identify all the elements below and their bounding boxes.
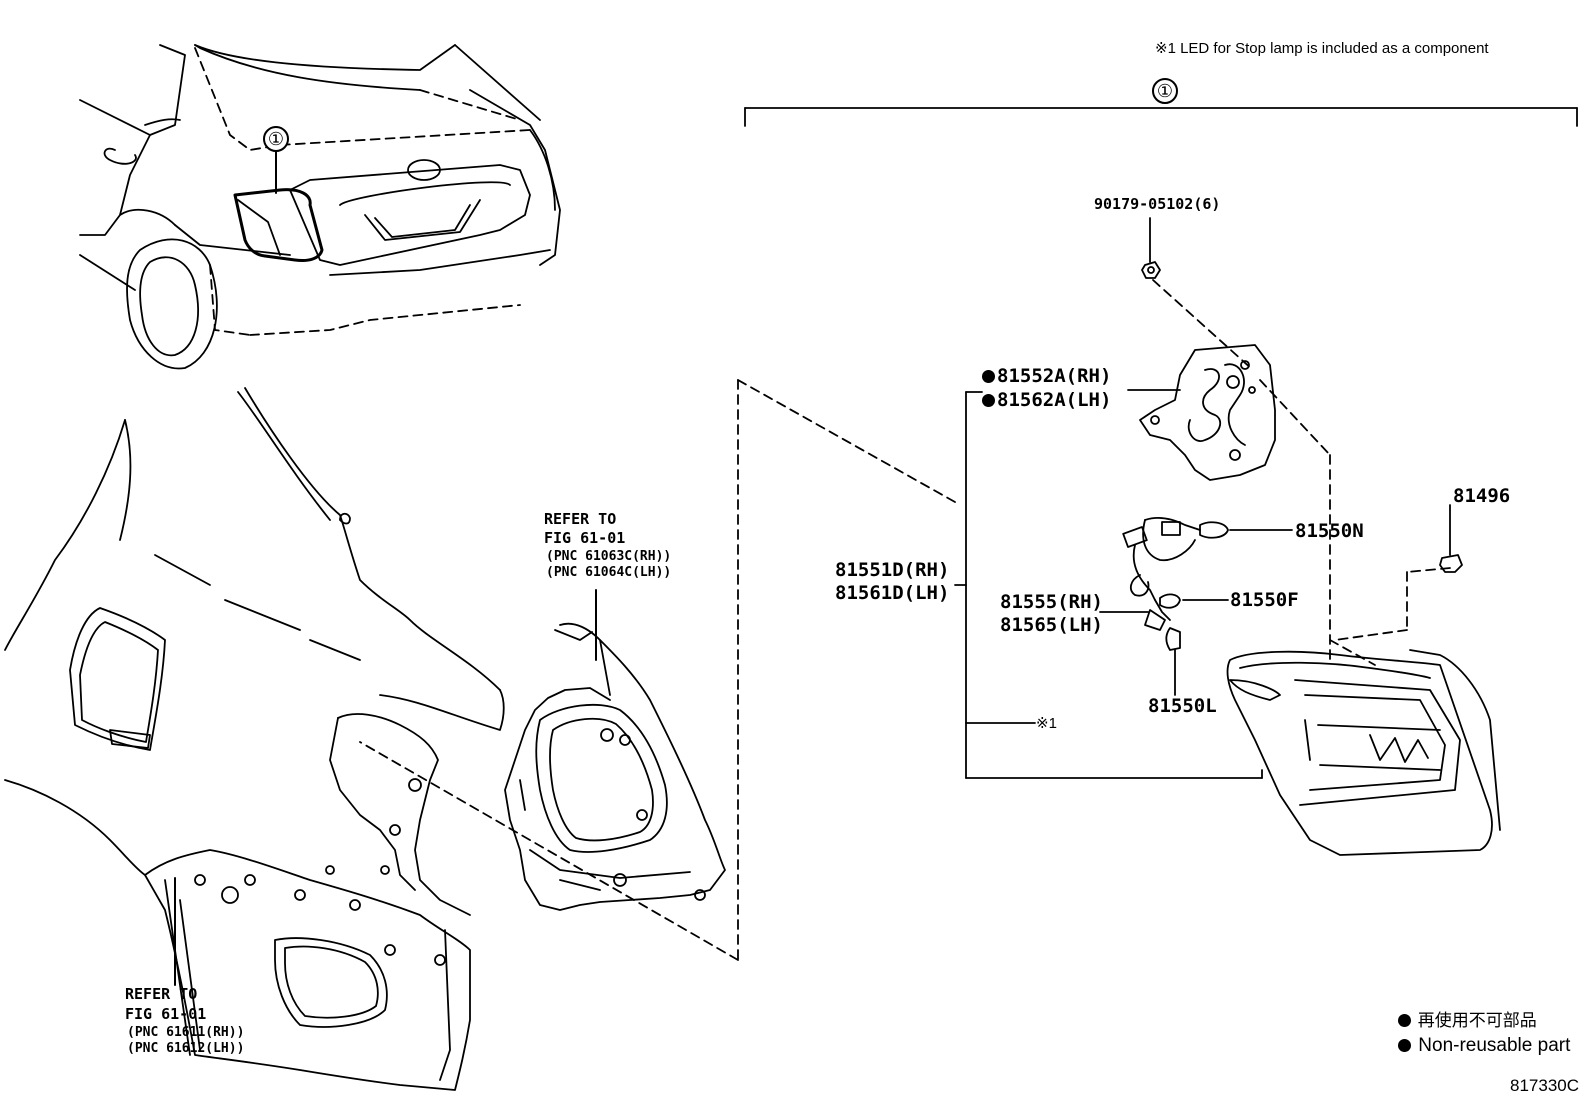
assembly-bracket (744, 107, 1578, 127)
label-led-note-mark: ※1 (1036, 715, 1057, 732)
figure-id: 817330C (1510, 1076, 1580, 1095)
non-reusable-dot-icon (982, 370, 995, 383)
refer-lower-line3: (PNC 61611(RH)) (127, 1025, 245, 1040)
label-screw-90179-05102: 90179-05102(6) (1094, 195, 1221, 213)
lamp-back-plate (1139, 344, 1276, 481)
label-81552a-rh: 81552A(RH) (982, 367, 1111, 386)
refer-upper-line4: (PNC 61064C(LH)) (546, 565, 672, 580)
refer-upper-line1: REFER TO (544, 510, 617, 528)
label-bulb-81550n: 81550N (1295, 520, 1364, 542)
legend-en: Non-reusable part (1398, 1036, 1570, 1055)
label-socket-81555-rh: 81555(RH) (1000, 591, 1103, 613)
legend-jp: 再使用不可部品 (1398, 1012, 1537, 1029)
legend-dot-icon (1398, 1014, 1411, 1027)
refer-upper-line3: (PNC 61063C(RH)) (546, 549, 672, 564)
car-rear-illustration (79, 44, 561, 370)
label-81561d-lh: 81561D(LH) (835, 582, 950, 604)
stop-lamp-led-note: ※1 LED for Stop lamp is included as a co… (1155, 40, 1489, 57)
label-bulb-81550l: 81550L (1148, 695, 1217, 717)
refer-lower-line1: REFER TO (125, 985, 198, 1003)
non-reusable-dot-icon (982, 394, 995, 407)
refer-upper-line2: FIG 61-01 (544, 529, 626, 547)
projection-lines (359, 279, 1451, 961)
label-81551d-rh: 81551D(RH) (835, 559, 950, 581)
clip-illustration (1439, 504, 1463, 573)
assembly-callout-1: ① (1152, 78, 1178, 104)
screw-illustration (1141, 217, 1161, 279)
tail-lamp-lens (1226, 649, 1501, 856)
car-callout-1: ① (263, 126, 289, 152)
inner-liner-illustration (504, 622, 726, 911)
label-leaders (954, 389, 1293, 779)
refer-lower-line4: (PNC 61612(LH)) (127, 1041, 245, 1056)
label-81562a-lh: 81562A(LH) (982, 391, 1111, 410)
quarter-panel-illustration (4, 387, 505, 1091)
label-clip-81496: 81496 (1453, 485, 1511, 507)
label-bulb-81550f: 81550F (1230, 589, 1299, 611)
label-socket-81565-lh: 81565(LH) (1000, 614, 1103, 636)
legend-dot-icon (1398, 1039, 1411, 1052)
wire-harness (1122, 517, 1229, 651)
refer-lower-line2: FIG 61-01 (125, 1005, 207, 1023)
